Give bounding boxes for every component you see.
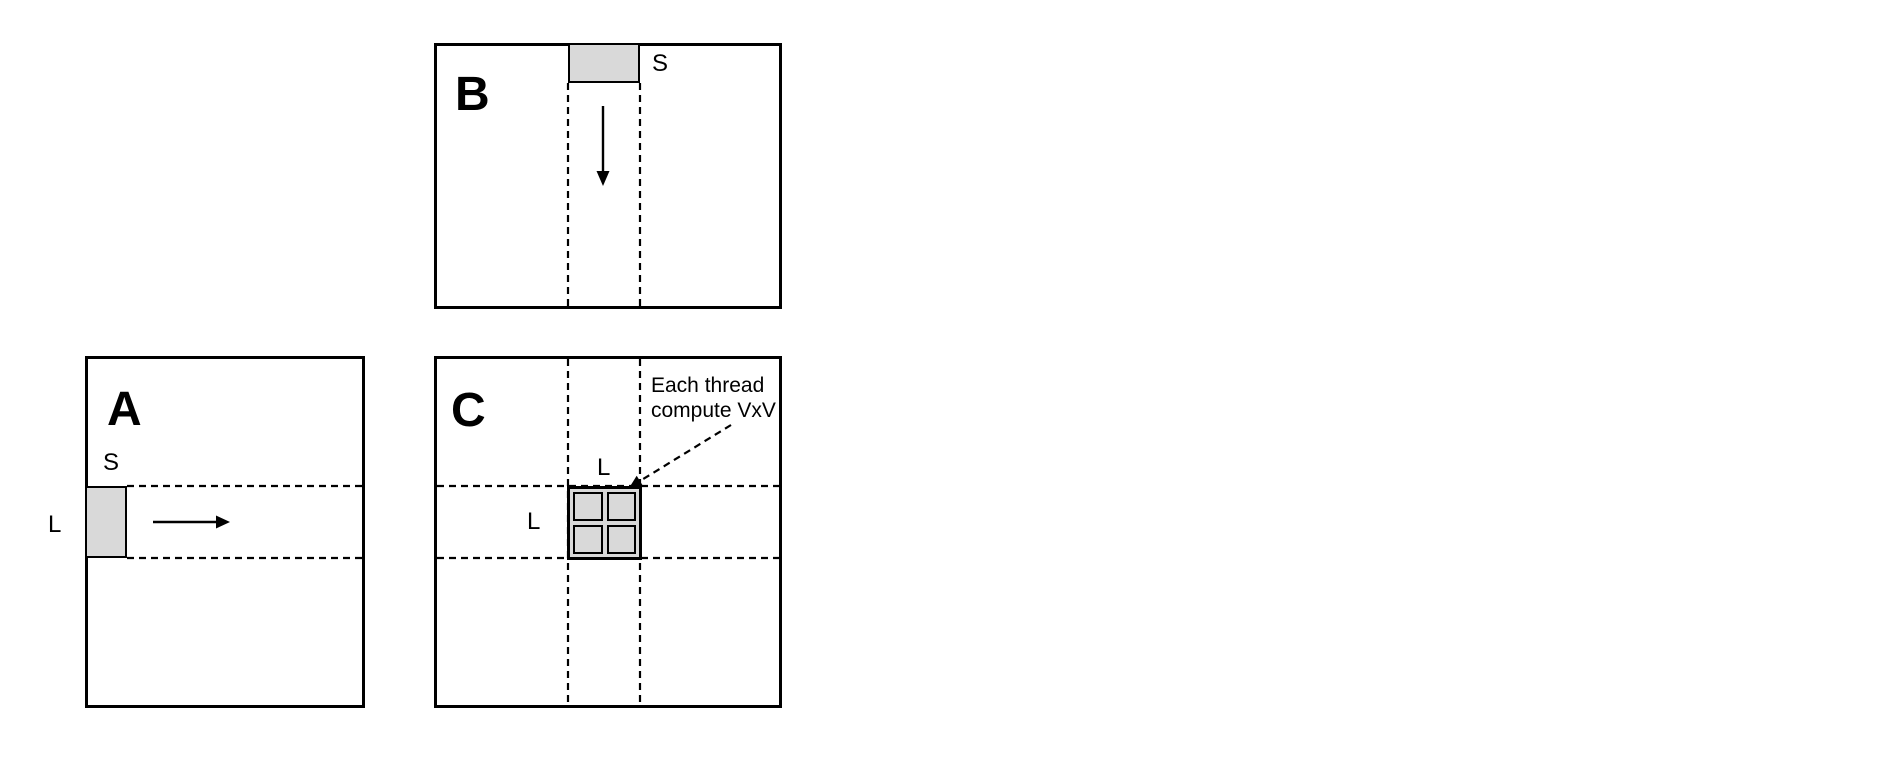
matrix-a-tile xyxy=(85,486,127,558)
thread-tile xyxy=(573,492,603,521)
matrix-c-box: C L L Each thread compute VxV xyxy=(434,356,782,708)
thread-tile xyxy=(606,492,636,521)
matrix-c-tile-row-label: L xyxy=(527,508,541,535)
matrix-a-box: A S L xyxy=(48,356,365,708)
matrix-c-tile-col-label: L xyxy=(597,454,611,481)
annotation-dashed-arrow-icon xyxy=(629,424,732,488)
right-arrow-head xyxy=(216,515,230,529)
matrix-b-box: B S xyxy=(434,43,782,309)
thread-annotation: Each thread compute VxV xyxy=(651,373,776,423)
matrix-b-label: B xyxy=(455,68,490,121)
thread-tile xyxy=(573,525,603,554)
matrix-b-tile-label: S xyxy=(652,50,669,77)
matrix-c-label: C xyxy=(451,384,486,437)
annotation-arrow-shaft xyxy=(639,424,732,482)
right-arrow-icon xyxy=(153,515,230,529)
thread-annotation-line1: Each thread xyxy=(651,374,765,397)
thread-tile xyxy=(606,525,636,554)
matrix-a-tile-width-label: S xyxy=(103,449,120,476)
down-arrow-head xyxy=(596,171,610,186)
down-arrow-icon xyxy=(596,106,610,186)
thread-annotation-line2: compute VxV xyxy=(651,399,776,422)
matrix-b-tile xyxy=(568,43,640,83)
matrix-c-block-tile xyxy=(567,486,642,560)
matrix-a-label: A xyxy=(107,383,142,436)
matrix-a-tile-height-label: L xyxy=(48,511,62,538)
